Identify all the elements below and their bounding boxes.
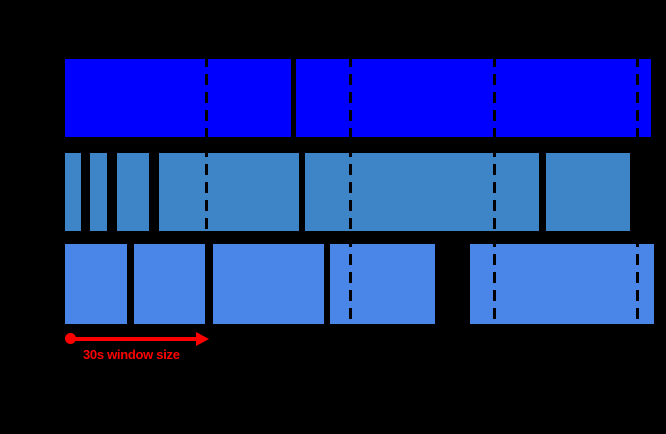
stream-3-window-segment bbox=[470, 244, 654, 324]
stream-2-window-segment bbox=[90, 153, 107, 231]
stream-2-window-segment bbox=[546, 153, 630, 231]
stream-3-window-segment bbox=[213, 244, 324, 324]
window-size-label: 30s window size bbox=[83, 347, 180, 362]
stream-2-window-segment bbox=[305, 153, 539, 231]
window-boundary-dashed-line bbox=[204, 56, 208, 331]
measure-arrow-shaft bbox=[70, 336, 198, 341]
stream-1-window-segment bbox=[65, 59, 291, 137]
stream-2-window-segment bbox=[117, 153, 149, 231]
stream-3-window-segment bbox=[65, 244, 127, 324]
stream-1-window-segment bbox=[296, 59, 651, 137]
stream-2-window-segment bbox=[65, 153, 81, 231]
window-boundary-dashed-line bbox=[492, 56, 496, 331]
window-boundary-dashed-line bbox=[348, 56, 352, 331]
stream-3-window-segment bbox=[330, 244, 435, 324]
stream-2-window-segment bbox=[159, 153, 299, 231]
stream-3-window-segment bbox=[134, 244, 205, 324]
measure-arrowhead-icon bbox=[196, 331, 209, 346]
window-boundary-dashed-line bbox=[635, 56, 639, 331]
